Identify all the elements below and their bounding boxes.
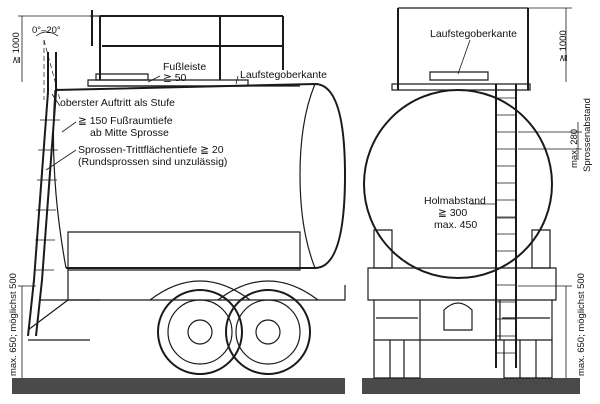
ladder-front [495, 84, 517, 368]
holmabstand-max: max. 450 [434, 219, 477, 231]
wheels-front [373, 340, 553, 379]
sprossen-line-1: Sprossen-Trittflächentiefe ≧ 20 [78, 144, 224, 156]
fussleiste-label: Fußleiste [163, 61, 206, 73]
chassis-front [367, 229, 557, 341]
auftritt-label: oberster Auftritt als Stufe [60, 97, 175, 109]
height-1000-front-label: ≧ 1000 [558, 30, 569, 62]
ladder-side [27, 52, 60, 337]
holmabstand-min: ≧ 300 [438, 207, 467, 219]
fussleiste-value: ≧ 50 [163, 72, 187, 84]
bottom-height-side-label: max. 650; möglichst 500 [8, 273, 19, 376]
leaders-side [45, 75, 239, 171]
laufsteg-side-label: Laufstegoberkante [240, 69, 327, 81]
ground-side [12, 378, 345, 394]
height-1000-side-label: ≧ 1000 [11, 32, 22, 64]
side-view: 0°–20° ≧ 1000 Fußleiste ≧ 50 Laufstegobe… [8, 10, 347, 394]
fussraum-line-2: ab Mitte Sprosse [90, 127, 169, 139]
chassis-side [27, 231, 346, 341]
sprossenabstand-label: Sprossenabstand [582, 98, 593, 172]
railing-side [90, 10, 284, 80]
front-view: Laufstegoberkante ≧ 1000 max. 280 Spross… [362, 7, 593, 394]
tank-body-side [52, 82, 347, 269]
sprossen-max-label: max. 280 [569, 129, 580, 168]
wheels-side [149, 280, 319, 375]
ground-front [362, 378, 580, 394]
bottom-height-front-label: max. 650; möglichst 500 [576, 273, 587, 376]
sprossen-line-2: (Rundsprossen sind unzulässig) [78, 156, 227, 168]
holmabstand-label: Holmabstand [424, 195, 486, 207]
dimensions-front [496, 7, 582, 378]
walkway-front [391, 71, 531, 91]
dimensions-side [18, 15, 90, 378]
angle-label: 0°–20° [32, 25, 61, 36]
fussraum-line-1: ≧ 150 Fußraumtiefe [78, 115, 173, 127]
leaders-front [457, 39, 496, 205]
tank-body-front [363, 89, 553, 279]
railing-front [397, 7, 529, 90]
laufsteg-front-label: Laufstegoberkante [430, 28, 517, 40]
